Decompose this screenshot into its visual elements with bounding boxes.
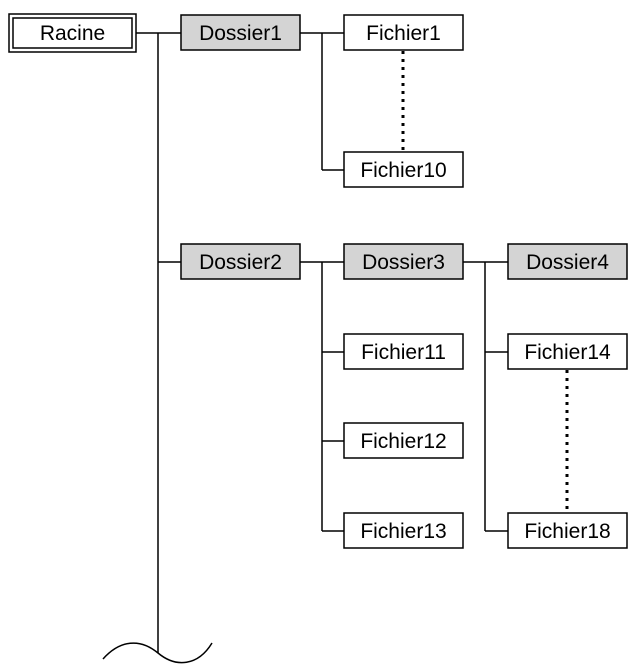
node-dossier4: Dossier4 [507, 243, 628, 280]
node-fichier10-box [343, 151, 464, 188]
node-fichier13: Fichier13 [343, 512, 464, 549]
node-dossier3-box [343, 243, 464, 280]
node-fichier12: Fichier12 [343, 422, 464, 459]
node-dossier4-label: Dossier4 [526, 251, 609, 274]
node-dossier3-label: Dossier3 [362, 251, 445, 274]
node-fichier18-box [507, 512, 628, 549]
node-racine-box-inner [12, 17, 133, 49]
node-dossier2: Dossier2 [180, 243, 301, 280]
node-fichier14: Fichier14 [507, 333, 628, 370]
node-dossier1-label: Dossier1 [199, 22, 282, 45]
connectors [136, 32, 508, 653]
node-racine: Racine [8, 13, 137, 53]
node-fichier13-box [343, 512, 464, 549]
node-fichier10: Fichier10 [343, 151, 464, 188]
node-dossier1-box [180, 14, 301, 51]
node-fichier18-label: Fichier18 [524, 520, 610, 543]
node-dossier2-box [180, 243, 301, 280]
node-fichier1: Fichier1 [343, 14, 464, 51]
node-fichier14-label: Fichier14 [524, 341, 611, 364]
node-fichier13-label: Fichier13 [360, 520, 446, 543]
node-dossier3: Dossier3 [343, 243, 464, 280]
node-fichier11-label: Fichier11 [361, 341, 446, 364]
break-wave-icon [102, 642, 213, 664]
node-racine-label: Racine [40, 22, 105, 45]
node-fichier1-label: Fichier1 [366, 22, 441, 45]
node-fichier1-box [343, 14, 464, 51]
node-fichier18: Fichier18 [507, 512, 628, 549]
node-fichier10-label: Fichier10 [360, 159, 446, 182]
node-dossier1: Dossier1 [180, 14, 301, 51]
node-fichier12-box [343, 422, 464, 459]
node-fichier14-box [507, 333, 628, 370]
node-fichier11-box [343, 333, 464, 370]
node-dossier2-label: Dossier2 [199, 251, 282, 274]
node-fichier11: Fichier11 [343, 333, 464, 370]
node-dossier4-box [507, 243, 628, 280]
node-fichier12-label: Fichier12 [360, 430, 446, 453]
